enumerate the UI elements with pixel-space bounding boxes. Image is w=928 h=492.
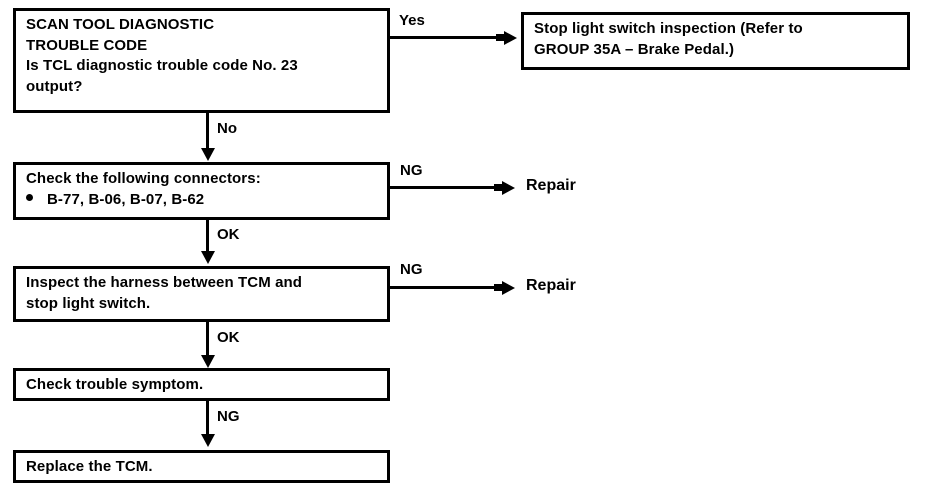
inspect-harness-line-2: stop light switch. bbox=[26, 294, 151, 312]
edge-yes-line bbox=[388, 36, 503, 39]
edge-ok-harness-arrowhead bbox=[201, 355, 215, 368]
inspect-harness-line-1: Inspect the harness between TCM and bbox=[26, 274, 303, 291]
edge-label-ng-symptom: NG bbox=[217, 408, 240, 425]
node-replace-tcm: Replace the TCM. bbox=[13, 450, 390, 483]
check-connectors-line-1: Check the following connectors: bbox=[26, 170, 261, 187]
bullet-dot-icon bbox=[26, 194, 33, 202]
terminal-repair-1: Repair bbox=[526, 177, 576, 194]
check-connectors-list-item: B-77, B-06, B-07, B-62 bbox=[26, 190, 379, 211]
edge-no-arrowhead bbox=[201, 148, 215, 161]
check-connectors-codes: B-77, B-06, B-07, B-62 bbox=[47, 190, 205, 208]
edge-ok-harness-line bbox=[206, 322, 209, 357]
edge-label-no: No bbox=[217, 120, 237, 137]
node-inspect-harness: Inspect the harness between TCM and stop… bbox=[13, 266, 390, 322]
edge-ng-connectors-arrow-tail bbox=[494, 184, 503, 191]
terminal-repair-2: Repair bbox=[526, 277, 576, 294]
edge-label-yes: Yes bbox=[399, 12, 425, 29]
edge-ng-connectors-line bbox=[388, 186, 501, 189]
edge-ng-harness-line bbox=[388, 286, 501, 289]
edge-label-ok-connectors: OK bbox=[217, 226, 240, 243]
node-scan-tool-diagnostic-trouble-code: SCAN TOOL DIAGNOSTIC TROUBLE CODE Is TCL… bbox=[13, 8, 390, 113]
edge-no-line bbox=[206, 113, 209, 150]
scan-tool-heading-line-1: SCAN TOOL DIAGNOSTIC bbox=[26, 16, 215, 33]
replace-tcm-line-1: Replace the TCM. bbox=[26, 458, 153, 475]
edge-ng-harness-arrow-tail bbox=[494, 284, 503, 291]
edge-ng-harness-arrowhead bbox=[502, 281, 515, 295]
scan-tool-question-line-1: Is TCL diagnostic trouble code No. 23 bbox=[26, 57, 298, 74]
edge-ok-connectors-arrowhead bbox=[201, 251, 215, 264]
edge-yes-arrow-tail bbox=[496, 34, 505, 41]
edge-ng-symptom-arrowhead bbox=[201, 434, 215, 447]
check-symptom-line-1: Check trouble symptom. bbox=[26, 376, 204, 393]
scan-tool-heading-line-2: TROUBLE CODE bbox=[26, 36, 148, 54]
edge-ng-symptom-line bbox=[206, 401, 209, 436]
edge-label-ng-connectors: NG bbox=[400, 162, 423, 179]
node-check-trouble-symptom: Check trouble symptom. bbox=[13, 368, 390, 401]
node-stop-light-switch-inspection: Stop light switch inspection (Refer to G… bbox=[521, 12, 910, 70]
edge-label-ok-harness: OK bbox=[217, 329, 240, 346]
edge-label-ng-harness: NG bbox=[400, 261, 423, 278]
edge-yes-arrowhead bbox=[504, 31, 517, 45]
scan-tool-question-line-2: output? bbox=[26, 77, 83, 95]
node-check-connectors: Check the following connectors: B-77, B-… bbox=[13, 162, 390, 220]
edge-ng-connectors-arrowhead bbox=[502, 181, 515, 195]
stop-light-inspection-line-2: GROUP 35A – Brake Pedal.) bbox=[534, 40, 735, 58]
stop-light-inspection-line-1: Stop light switch inspection (Refer to bbox=[534, 20, 803, 37]
edge-ok-connectors-line bbox=[206, 220, 209, 253]
